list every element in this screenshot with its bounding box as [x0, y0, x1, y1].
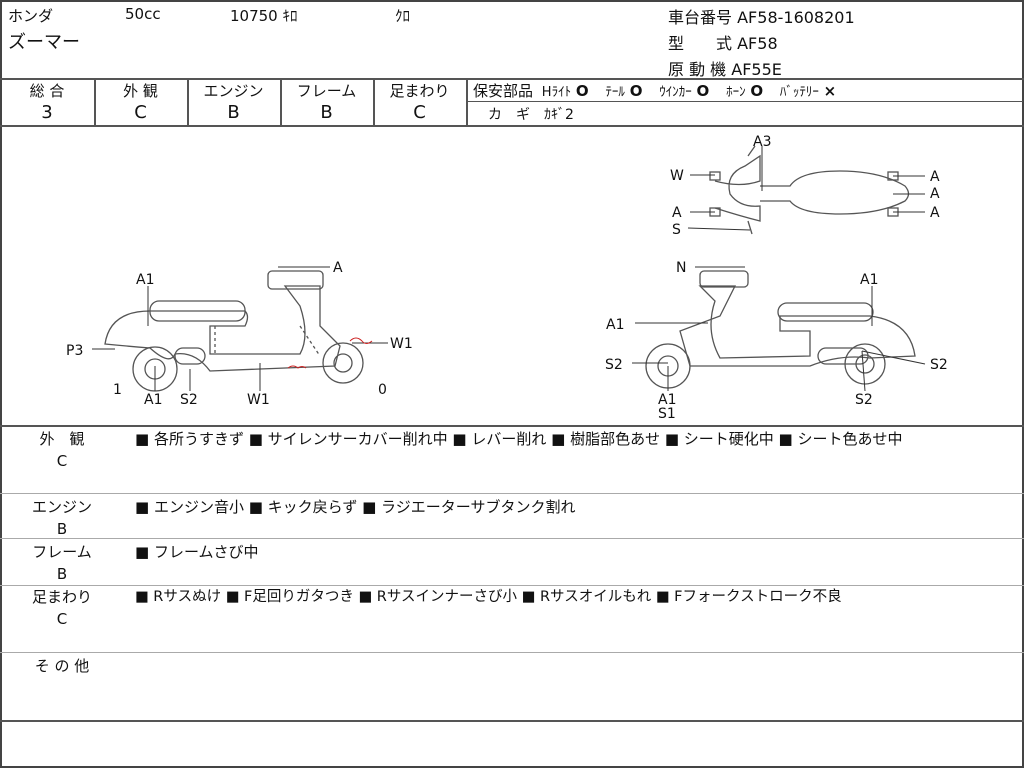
color: ｸﾛ [395, 7, 411, 25]
mark-s2: S2 [180, 392, 198, 408]
section-frame-text: ■ フレームさび中 [135, 543, 259, 561]
section-other-label: そ の 他 [34, 657, 90, 675]
mark-a1-wheel: A1 [144, 392, 162, 408]
mark-a-r1: A [930, 169, 940, 185]
mark-one: 1 [113, 382, 122, 398]
mark-w: W [670, 168, 684, 184]
frame-no: AF58-1608201 [737, 8, 855, 27]
mark-a-r3: A [930, 205, 940, 221]
mark-a1-front: A1 [606, 317, 624, 333]
mark-s2-left: S2 [605, 357, 623, 373]
mark-a-left: A [672, 205, 682, 221]
section-exterior-text: ■ 各所うすきず ■ サイレンサーカバー削れ中 ■ レバー削れ ■ 樹脂部色あせ… [135, 430, 903, 448]
mark-s2-right: S2 [930, 357, 948, 373]
frame-no-label: 車台番号 [668, 8, 733, 27]
mark-s2-bottom: S2 [855, 392, 873, 408]
mark-p3: P3 [66, 343, 83, 359]
engine-model: AF55E [731, 60, 782, 79]
mark-a1-bottom: A1 [658, 392, 676, 408]
displacement: 50cc [125, 5, 161, 23]
maker: ホンダ [8, 7, 54, 25]
mark-n: N [676, 260, 686, 276]
type-label: 型 式 [668, 34, 733, 53]
mark-a1-seat: A1 [136, 272, 154, 288]
key-info: カ ギ ｶｷﾞ2 [488, 107, 574, 123]
mark-w1-front: W1 [390, 336, 413, 352]
mileage: 10750 ｷﾛ [230, 7, 298, 25]
mark-w1-bottom: W1 [247, 392, 270, 408]
mark-a3: A3 [753, 134, 771, 150]
model-name: ズーマー [8, 32, 80, 53]
mark-a-handle: A [333, 260, 343, 276]
mark-a1-seat-right: A1 [860, 272, 878, 288]
section-suspension-text: ■ Rサスぬけ ■ F足回りガタつき ■ Rサスインナーさび小 ■ Rサスオイル… [135, 589, 842, 605]
mark-s1: S1 [658, 406, 676, 422]
type: AF58 [737, 34, 778, 53]
damage-diagram: A A1 P3 W1 1 A1 S2 W1 0 N A1 A1 S2 S2 A1… [66, 134, 948, 422]
safety-parts: 保安部品 Hﾗｲﾄ O ﾃｰﾙ O ｳｲﾝｶｰ O ﾎｰﾝ O ﾊﾞｯﾃﾘｰ × [473, 82, 837, 100]
mark-a-r2: A [930, 186, 940, 202]
mark-zero: 0 [378, 382, 387, 398]
mark-s: S [672, 222, 681, 238]
engine-label: 原 動 機 [668, 60, 727, 79]
section-engine-text: ■ エンジン音小 ■ キック戻らず ■ ラジエーターサブタンク割れ [135, 498, 576, 516]
